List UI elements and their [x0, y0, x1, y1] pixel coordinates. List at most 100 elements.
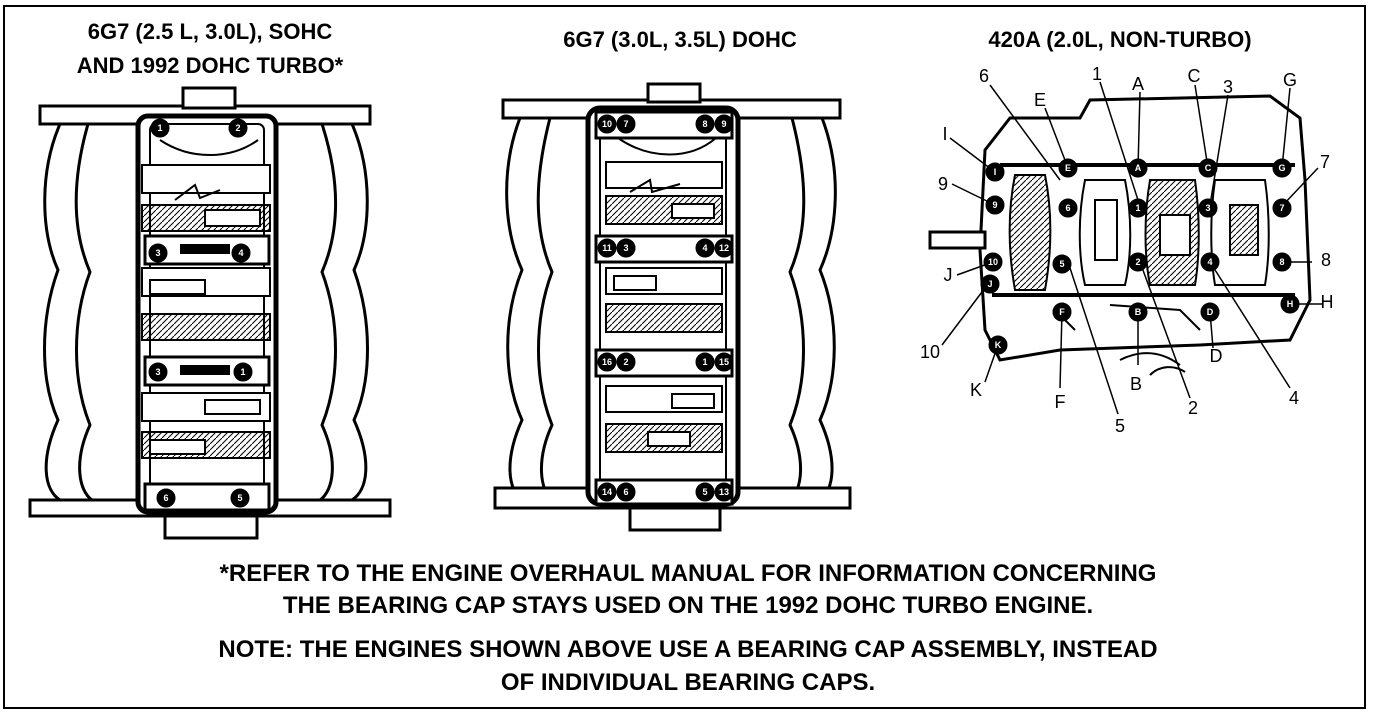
bolt-number: 3 — [1205, 203, 1210, 213]
bolt-marker: 6 — [1058, 198, 1078, 218]
bolt-marker: 4 — [231, 243, 251, 263]
callout-label: 7 — [1320, 152, 1330, 172]
bolt-marker: 6 — [156, 488, 176, 508]
callout-label: F — [1055, 392, 1066, 412]
bolt-number: 8 — [1279, 257, 1284, 267]
bolt-number: 6 — [1065, 203, 1070, 213]
bolt-number: 14 — [602, 487, 612, 497]
bolt-number: 4 — [238, 248, 243, 258]
bolt-number: 3 — [155, 248, 160, 258]
bolt-number: 5 — [702, 487, 707, 497]
bolt-marker: H — [1280, 294, 1300, 314]
bolt-marker: 4 — [695, 238, 715, 258]
callout-label: I — [942, 124, 947, 144]
bolt-number: F — [1059, 307, 1065, 317]
bolt-number: K — [995, 340, 1002, 350]
bolt-marker: 3 — [1198, 198, 1218, 218]
callout-label: G — [1283, 70, 1297, 90]
bolt-marker: 2 — [228, 118, 248, 138]
callout-label: J — [944, 265, 953, 285]
callout-label: 5 — [1115, 416, 1125, 436]
bolt-marker: 3 — [148, 362, 168, 382]
footnote-line1: *REFER TO THE ENGINE OVERHAUL MANUAL FOR… — [219, 560, 1157, 587]
callout-label: 3 — [1223, 77, 1233, 97]
bolt-number: 3 — [623, 243, 628, 253]
bolt-marker: 3 — [616, 238, 636, 258]
callout-label: C — [1188, 66, 1201, 86]
bolt-marker: 5 — [230, 488, 250, 508]
bolt-marker: 1 — [233, 362, 253, 382]
diagram1-crank-journals — [141, 139, 271, 459]
bolt-marker: 1 — [1128, 198, 1148, 218]
bolt-marker: 3 — [148, 243, 168, 263]
bolt-number: J — [987, 279, 992, 289]
bolt-number: B — [1135, 307, 1142, 317]
bolt-marker: 8 — [1272, 252, 1292, 272]
bolt-marker: A — [1128, 158, 1148, 178]
bolt-number: 1 — [1135, 203, 1140, 213]
bolt-number: 3 — [155, 367, 160, 377]
bolt-number: 4 — [1207, 257, 1212, 267]
bolt-marker: G — [1272, 158, 1292, 178]
diagram1-bolt-markers: 1 2 3 4 3 1 6 5 — [148, 118, 253, 508]
bolt-marker: 2 — [616, 352, 636, 372]
diagram1-title-line2: AND 1992 DOHC TURBO* — [76, 53, 344, 78]
bolt-number: 13 — [719, 487, 729, 497]
bolt-marker: 9 — [714, 114, 734, 134]
callout-label: 6 — [979, 66, 989, 86]
bolt-number: 5 — [237, 493, 242, 503]
figure-border — [3, 5, 1366, 709]
note-line1: NOTE: THE ENGINES SHOWN ABOVE USE A BEAR… — [218, 636, 1158, 663]
bolt-marker: K — [988, 335, 1008, 355]
callout-label: 2 — [1188, 398, 1198, 418]
diagram3-title: 420A (2.0L, NON-TURBO) — [988, 27, 1252, 52]
bolt-number: 4 — [702, 243, 707, 253]
bolt-number: G — [1278, 163, 1285, 173]
note-line2: OF INDIVIDUAL BEARING CAPS. — [500, 669, 876, 696]
diagram1-title-line1: 6G7 (2.5 L, 3.0L), SOHC — [87, 19, 333, 44]
bolt-marker: 1 — [695, 352, 715, 372]
callout-label: E — [1034, 90, 1046, 110]
bolt-marker: 11 — [597, 238, 617, 258]
callout-label: 9 — [938, 174, 948, 194]
bolt-number: D — [1207, 307, 1214, 317]
bolt-number: A — [1135, 163, 1142, 173]
bolt-marker: 13 — [714, 482, 734, 502]
bolt-number: 9 — [992, 200, 997, 210]
bolt-marker: E — [1058, 158, 1078, 178]
bolt-number: 11 — [602, 243, 612, 253]
bolt-number: 10 — [602, 119, 612, 129]
bolt-number: 1 — [157, 123, 162, 133]
bolt-marker: J — [980, 274, 1000, 294]
bolt-marker: B — [1128, 302, 1148, 322]
bolt-number: 15 — [719, 357, 729, 367]
bolt-number: 8 — [702, 119, 707, 129]
bolt-number: 12 — [719, 243, 729, 253]
bolt-marker: 6 — [616, 482, 636, 502]
bolt-number: C — [1205, 163, 1212, 173]
bolt-number: 2 — [1135, 257, 1140, 267]
diagram2-title: 6G7 (3.0L, 3.5L) DOHC — [563, 27, 797, 52]
bolt-marker: 5 — [1052, 254, 1072, 274]
bolt-marker: 9 — [985, 195, 1005, 215]
bolt-number: 1 — [702, 357, 707, 367]
bolt-number: 6 — [163, 493, 168, 503]
bolt-marker: 7 — [1272, 198, 1292, 218]
bolt-marker: D — [1200, 302, 1220, 322]
bolt-number: 1 — [240, 367, 245, 377]
bolt-marker: 10 — [597, 114, 617, 134]
callout-label: 4 — [1289, 388, 1299, 408]
bolt-marker: 4 — [1200, 252, 1220, 272]
bolt-number: H — [1287, 299, 1294, 309]
bolt-number: 9 — [721, 119, 726, 129]
bolt-marker: C — [1198, 158, 1218, 178]
callout-label: A — [1132, 74, 1144, 94]
bolt-marker: 12 — [714, 238, 734, 258]
callout-label: K — [970, 380, 982, 400]
footnote-line2: THE BEARING CAP STAYS USED ON THE 1992 D… — [282, 592, 1094, 619]
bolt-number: 6 — [623, 487, 628, 497]
bolt-marker: 2 — [1128, 252, 1148, 272]
